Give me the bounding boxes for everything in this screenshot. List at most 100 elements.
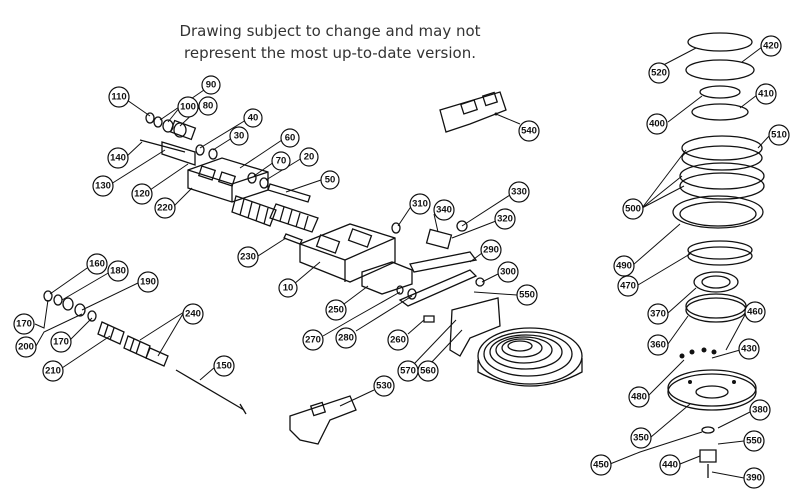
svg-text:540: 540	[521, 126, 537, 137]
svg-text:390: 390	[746, 473, 762, 484]
callout-80: 80	[198, 96, 218, 116]
svg-text:520: 520	[651, 68, 667, 79]
svg-text:560: 560	[420, 366, 436, 377]
svg-text:350: 350	[633, 433, 649, 444]
svg-text:380: 380	[752, 405, 768, 416]
callout-140: 140	[107, 147, 129, 169]
svg-text:10: 10	[283, 283, 294, 294]
callout-370: 370	[647, 303, 669, 325]
callout-260: 260	[387, 329, 409, 351]
callout-120b: 120	[131, 183, 153, 205]
svg-text:360: 360	[650, 340, 666, 351]
callout-420: 420	[760, 35, 782, 57]
callout-40: 40	[243, 108, 263, 128]
svg-text:300: 300	[500, 267, 516, 278]
callout-330: 330	[508, 181, 530, 203]
callout-320: 320	[494, 208, 516, 230]
callout-530: 530	[373, 375, 395, 397]
svg-text:270: 270	[305, 335, 321, 346]
svg-text:330: 330	[511, 187, 527, 198]
callout-500: 500	[622, 198, 644, 220]
svg-text:140: 140	[110, 153, 126, 164]
svg-text:320: 320	[497, 214, 513, 225]
callout-100: 100	[177, 96, 199, 118]
callout-380: 380	[749, 399, 771, 421]
callout-220: 220	[154, 197, 176, 219]
disclaimer-line-2: represent the most up-to-date version.	[184, 44, 476, 62]
svg-text:190: 190	[140, 277, 156, 288]
callout-160: 160	[86, 253, 108, 275]
callout-430: 430	[738, 338, 760, 360]
svg-text:290: 290	[483, 245, 499, 256]
svg-text:280: 280	[338, 333, 354, 344]
callout-280: 280	[335, 327, 357, 349]
callout-460: 460	[744, 301, 766, 323]
callout-210: 210	[42, 360, 64, 382]
svg-text:60: 60	[285, 133, 296, 144]
callout-10: 10	[278, 278, 298, 298]
callout-190: 190	[137, 271, 159, 293]
svg-text:230: 230	[240, 252, 256, 263]
callout-200: 200	[15, 336, 37, 358]
svg-text:240: 240	[185, 309, 201, 320]
svg-text:110: 110	[111, 92, 126, 103]
callout-490: 490	[613, 255, 635, 277]
callout-340: 340	[433, 199, 455, 221]
callout-440: 440	[659, 454, 681, 476]
svg-text:510: 510	[771, 130, 787, 141]
svg-text:440: 440	[662, 460, 678, 471]
callout-510: 510	[768, 124, 790, 146]
callout-130: 130	[92, 175, 114, 197]
callout-520: 520	[648, 62, 670, 84]
svg-text:70: 70	[276, 156, 287, 167]
svg-text:420: 420	[763, 41, 779, 52]
callout-570: 570	[397, 360, 419, 382]
callout-410: 410	[755, 83, 777, 105]
callout-540: 540	[518, 120, 540, 142]
disclaimer-line-1: Drawing subject to change and may not	[179, 22, 481, 40]
svg-text:150: 150	[216, 361, 232, 372]
svg-text:530: 530	[376, 381, 392, 392]
callout-170b: 170	[50, 331, 72, 353]
svg-text:460: 460	[747, 307, 763, 318]
parts-right-stack	[667, 32, 765, 478]
svg-text:120: 120	[134, 189, 150, 200]
callout-310: 310	[409, 193, 431, 215]
callout-550b: 550	[743, 430, 765, 452]
disclaimer-note: Drawing subject to change and may not re…	[150, 20, 510, 64]
parts-lower-left	[43, 290, 247, 415]
svg-text:310: 310	[412, 199, 428, 210]
svg-text:170: 170	[16, 319, 32, 330]
callout-470: 470	[617, 275, 639, 297]
svg-text:220: 220	[157, 203, 173, 214]
callout-120: 110	[108, 86, 130, 108]
callout-300: 300	[497, 261, 519, 283]
svg-text:340: 340	[436, 205, 452, 216]
callout-360: 360	[647, 334, 669, 356]
svg-text:20: 20	[304, 152, 315, 163]
leader-lines	[34, 46, 771, 479]
callout-60: 60	[280, 128, 300, 148]
svg-text:370: 370	[650, 309, 666, 320]
svg-text:410: 410	[758, 89, 774, 100]
svg-text:130: 130	[95, 181, 111, 192]
svg-text:200: 200	[18, 342, 34, 353]
svg-text:250: 250	[328, 305, 344, 316]
callout-170a: 170	[13, 313, 35, 335]
callout-90: 90	[201, 75, 221, 95]
svg-text:160: 160	[89, 259, 105, 270]
svg-text:90: 90	[206, 80, 217, 91]
svg-text:550: 550	[746, 436, 762, 447]
svg-text:550: 550	[519, 290, 535, 301]
svg-text:40: 40	[248, 113, 259, 124]
svg-text:170: 170	[53, 337, 69, 348]
svg-text:30: 30	[234, 131, 245, 142]
callout-240: 240	[182, 303, 204, 325]
svg-text:470: 470	[620, 281, 636, 292]
svg-text:180: 180	[110, 266, 126, 277]
svg-text:480: 480	[631, 392, 647, 403]
callout-290: 290	[480, 239, 502, 261]
callout-20: 20	[299, 147, 319, 167]
svg-text:210: 210	[45, 366, 61, 377]
